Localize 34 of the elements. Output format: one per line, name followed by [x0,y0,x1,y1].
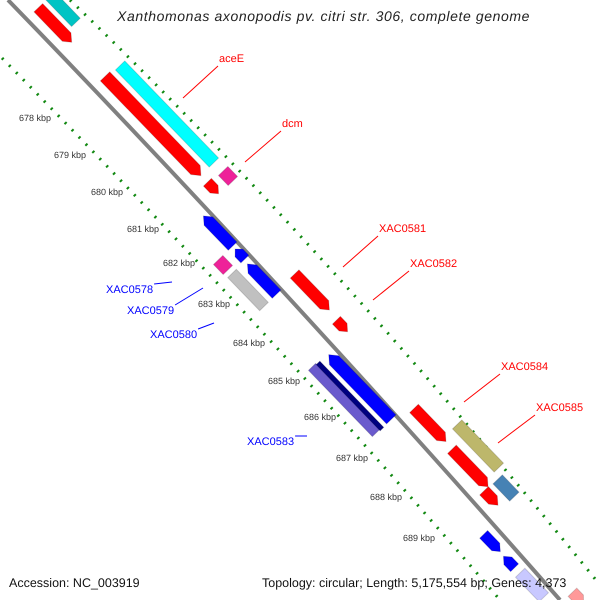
leader-line [372,270,410,300]
leader-line [464,374,500,402]
gene-label: dcm [281,118,304,131]
leader-line [342,236,378,268]
scale-label: 680 kbp [91,187,124,198]
scale-label: 683 kbp [198,299,230,310]
scale-label: 681 kbp [127,224,160,235]
leader-line [154,282,172,284]
leader-line [198,322,214,330]
scale-label: 685 kbp [268,376,300,387]
footer-text: Topology: circular; Length: 5,175,554 bp; Genes: 4,373 [262,576,566,590]
gene-label: aceE [218,53,246,66]
gene-label: XAC0578 [105,284,154,297]
leader-line [244,130,282,162]
scale-label: 686 kbp [304,412,336,423]
scale-label: 684 kbp [233,338,266,349]
leader-line [174,288,204,306]
gene-label: XAC0585 [535,402,584,415]
scale-label: 687 kbp [336,453,368,464]
scale-label: 678 kbp [19,113,52,124]
gene-label: XAC0580 [149,329,198,342]
footer-text: Accession: NC_003919 [9,576,140,590]
scale-label: 688 kbp [370,492,402,503]
gene-label: XAC0583 [246,436,296,449]
leader-line [498,414,536,444]
gene-label: XAC0579 [126,305,176,318]
scale-label: 682 kbp [163,258,196,269]
scale-label: 689 kbp [403,533,436,544]
gene-label: XAC0582 [409,258,458,271]
scale-label: 679 kbp [54,150,86,161]
title: Xanthomonas axonopodis pv. citri str. 306, complete genome [117,8,530,24]
gene-label: XAC0584 [500,361,550,374]
leader-line [182,66,218,98]
gene-label: XAC0581 [378,223,428,236]
